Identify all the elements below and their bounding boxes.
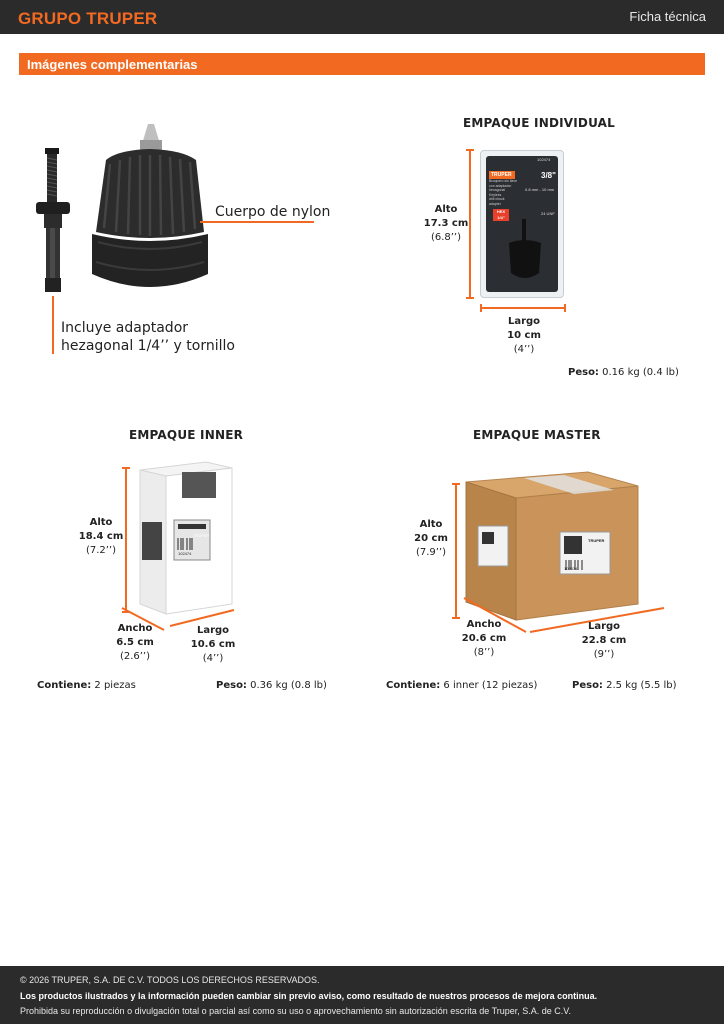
blister-size: 3/8"	[541, 171, 556, 180]
individual-largo: Largo 10 cm (4’’)	[507, 316, 541, 355]
inner-ancho: Ancho 6.5 cm (2.6’’)	[116, 623, 154, 662]
section-header: Imágenes complementarias	[19, 53, 705, 75]
inner-length-line	[169, 609, 235, 627]
callout-adapter-line-1: Incluye adaptador	[61, 320, 189, 336]
section-title: Imágenes complementarias	[27, 57, 198, 72]
blister-name: Broquero sin llave con adaptador hexagon…	[489, 179, 518, 206]
individual-height-line	[466, 149, 474, 299]
master-length-line	[529, 607, 665, 633]
callout-nylon-body: Cuerpo de nylon	[215, 204, 331, 220]
heading-empaque-inner: EMPAQUE INNER	[129, 428, 244, 442]
footer-rights: Prohibida su reproducción o divulgación …	[20, 1006, 571, 1016]
inner-box-code: 102474	[178, 551, 192, 556]
adapter-illustration	[36, 148, 70, 292]
document-type: Ficha técnica	[629, 9, 706, 24]
master-box-brand: TRUPER	[588, 538, 605, 543]
master-width-line	[463, 597, 527, 633]
inner-width-line	[121, 607, 165, 631]
callout-adapter: Incluye adaptador hezagonal 1/4’’ y torn…	[61, 319, 235, 355]
heading-empaque-individual: EMPAQUE INDIVIDUAL	[463, 116, 615, 130]
callout-body-line	[200, 221, 314, 223]
master-box	[465, 471, 639, 621]
master-height-line	[452, 483, 460, 619]
footer-notice: Los productos ilustrados y la informació…	[20, 991, 598, 1001]
blister-hex-badge: HEX 1/4"	[493, 209, 509, 221]
individual-length-line	[480, 304, 566, 312]
master-alto: Alto 20 cm (7.9’’)	[414, 519, 448, 558]
blister-thread: 24 UNF	[541, 211, 555, 216]
footer-copyright: © 2026 TRUPER, S.A. DE C.V. TODOS LOS DE…	[20, 975, 320, 985]
inner-alto: Alto 18.4 cm (7.2’’)	[78, 517, 124, 556]
inner-box	[139, 461, 233, 615]
master-ancho: Ancho 20.6 cm (8’’)	[461, 619, 507, 658]
master-box-code: 102474	[564, 566, 578, 571]
inner-largo: Largo 10.6 cm (4’’)	[190, 625, 236, 664]
master-contiene: Contiene: 6 inner (12 piezas)	[386, 680, 538, 691]
blister-brand: TRUPER	[489, 171, 515, 179]
individual-peso: Peso: 0.16 kg (0.4 lb)	[568, 367, 679, 378]
inner-contiene: Contiene: 2 piezas	[37, 680, 136, 691]
inner-peso: Peso: 0.36 kg (0.8 lb)	[216, 680, 327, 691]
blister-code: 102474	[537, 157, 551, 162]
chuck-illustration	[92, 124, 208, 287]
heading-empaque-master: EMPAQUE MASTER	[473, 428, 601, 442]
master-largo: Largo 22.8 cm (9’’)	[581, 621, 627, 660]
master-peso: Peso: 2.5 kg (5.5 lb)	[572, 680, 677, 691]
callout-adapter-line	[52, 296, 54, 354]
blister-package: TRUPER 102474 3/8" 0.8 mm - 10 mm Broque…	[480, 150, 564, 298]
inner-box-brand: TRUPER	[193, 533, 210, 538]
blister-capacity: 0.8 mm - 10 mm	[525, 187, 555, 192]
callout-adapter-line-2: hezagonal 1/4’’ y tornillo	[61, 338, 235, 354]
blister-chuck-icon	[509, 219, 541, 278]
footer: © 2026 TRUPER, S.A. DE C.V. TODOS LOS DE…	[0, 966, 724, 1024]
top-bar: GRUPO TRUPER Ficha técnica	[0, 0, 724, 34]
brand-logo: GRUPO TRUPER	[18, 9, 158, 28]
individual-alto: Alto 17.3 cm (6.8’’)	[423, 204, 469, 243]
